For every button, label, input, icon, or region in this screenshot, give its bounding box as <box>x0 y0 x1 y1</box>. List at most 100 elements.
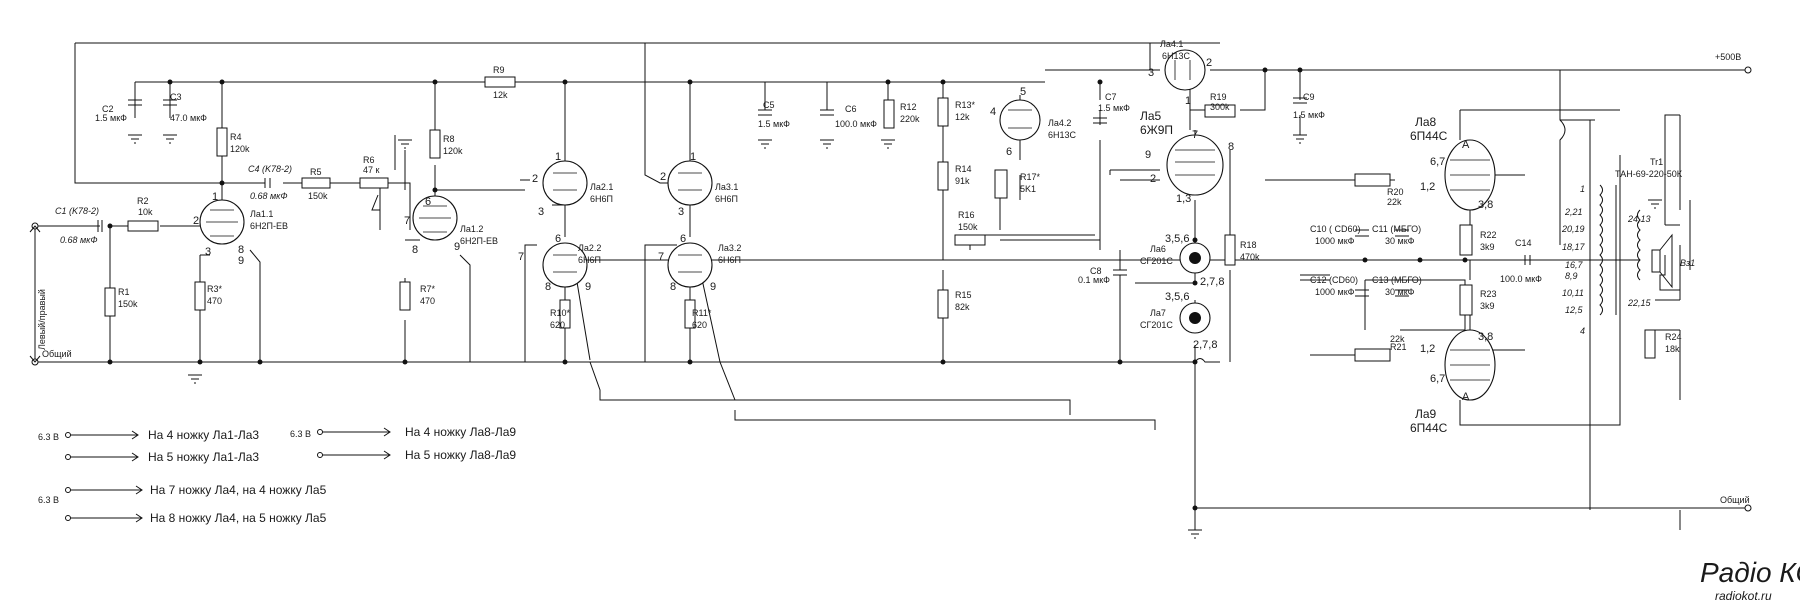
value-r1: 150k <box>118 299 138 309</box>
tube-la7-label: Ла7 <box>1150 308 1166 318</box>
resistor-r14 <box>937 161 949 191</box>
label-r12: R12 <box>900 102 917 112</box>
label-r22: R22 <box>1480 230 1497 240</box>
winding: 22,15 <box>1627 298 1652 308</box>
label-c8: C8 <box>1090 266 1102 276</box>
pin: 7 <box>518 251 524 263</box>
heater-v3: 6.3 В <box>38 495 59 505</box>
label-r3: R3* <box>207 284 223 294</box>
tube-la8-type: 6П44С <box>1410 129 1448 143</box>
resistor-r1 <box>104 287 116 317</box>
tube-la4-2-label: Ла4.2 <box>1048 118 1071 128</box>
value-r14: 91k <box>955 176 970 186</box>
label-c5: C5 <box>763 100 775 110</box>
heater-arrows <box>29 225 391 523</box>
label-r16: R16 <box>958 210 975 220</box>
tube-la2-1 <box>542 160 588 206</box>
label-r24: R24 <box>1665 332 1682 342</box>
tube-la5-label: Ла5 <box>1140 109 1162 123</box>
transformer-tr1 <box>1599 184 1641 316</box>
value-r12: 220k <box>900 114 920 124</box>
pin: 3 <box>538 206 544 218</box>
tube-la2-1-label: Ла2.1 <box>590 182 613 192</box>
pin: 9 <box>238 255 244 267</box>
resistor-r17 <box>994 169 1008 199</box>
resistor-r7 <box>399 281 411 311</box>
value-r3: 470 <box>207 296 222 306</box>
resistor-r9 <box>484 76 516 88</box>
tubes <box>199 49 1496 401</box>
value-r18: 470k <box>1240 252 1260 262</box>
tube-la2-1-type: 6Н6П <box>590 194 613 204</box>
capacitors <box>97 97 1531 297</box>
pin: 2,7,8 <box>1193 339 1217 351</box>
resistor-r16 <box>954 234 986 246</box>
label-c2: C2 <box>102 104 114 114</box>
tube-la4-2-type: 6Н13С <box>1048 130 1077 140</box>
value-r20: 22k <box>1387 197 1402 207</box>
speaker-label: Вз1 <box>1680 258 1695 268</box>
pin: 7 <box>658 251 664 263</box>
resistor-r15 <box>937 289 949 319</box>
tube-la2-2-type: 6Н6П <box>578 255 601 265</box>
label-r4: R4 <box>230 132 242 142</box>
tube-la5-type: 6Ж9П <box>1140 123 1173 137</box>
label-c13: C13 (МБГО) <box>1372 275 1422 285</box>
pin: 2 <box>1206 57 1212 69</box>
value-c4: 0.68 мкФ <box>250 191 288 201</box>
tube-la1-2-type: 6Н2П-ЕВ <box>460 236 498 246</box>
tube-la3-1 <box>667 160 713 206</box>
value-c7: 1.5 мкФ <box>1098 103 1130 113</box>
value-r4: 120k <box>230 144 250 154</box>
pin: 3 <box>205 246 211 258</box>
pin: 3 <box>678 206 684 218</box>
value-r21: 22k <box>1390 334 1405 344</box>
value-r13: 12k <box>955 112 970 122</box>
tube-la3-2 <box>667 242 713 288</box>
pin: 1,2 <box>1420 343 1435 355</box>
tube-la7-type: СГ201С <box>1140 320 1173 330</box>
value-r2: 10k <box>138 207 153 217</box>
tube-la2-2-label: Ла2.2 <box>578 243 601 253</box>
label-c9: C9 <box>1303 92 1315 102</box>
label-r7: R7* <box>420 284 436 294</box>
winding: 10,11 <box>1562 288 1584 298</box>
pin: 1 <box>212 191 218 203</box>
pin: 5 <box>1020 86 1026 98</box>
resistor-r18 <box>1224 234 1236 266</box>
pin: 6,7 <box>1430 373 1445 385</box>
pin: 7 <box>404 215 410 227</box>
pin: 3 <box>1148 67 1154 79</box>
pin: 3,8 <box>1478 199 1493 211</box>
value-c3: 47.0 мкФ <box>170 113 207 123</box>
winding: 1 <box>1580 184 1585 194</box>
pin: 9 <box>710 281 716 293</box>
value-r15: 82k <box>955 302 970 312</box>
value-r9: 12k <box>493 90 508 100</box>
winding: 16,7 <box>1565 260 1584 270</box>
value-r6: 47 к <box>363 165 380 175</box>
pin: 6 <box>425 196 431 208</box>
pin: 1,3 <box>1176 193 1191 205</box>
winding: 24,13 <box>1627 214 1651 224</box>
pin: A <box>1462 139 1470 151</box>
resistor-r6 <box>359 177 389 189</box>
resistor-r2 <box>127 220 159 232</box>
label-r15: R15 <box>955 290 972 300</box>
tube-la6-label: Ла6 <box>1150 244 1166 254</box>
label-c1: C1 (K78-2) <box>55 206 99 216</box>
label-r17: R17* <box>1020 172 1041 182</box>
resistor-r8 <box>429 129 441 159</box>
heater-l2: На 5 ножку Ла1-Ла3 <box>148 450 259 464</box>
value-r16: 150k <box>958 222 978 232</box>
tube-la9-type: 6П44С <box>1410 421 1448 435</box>
value-r5: 150k <box>308 191 328 201</box>
label-r20: R20 <box>1387 187 1404 197</box>
label-r21: R21 <box>1390 342 1407 352</box>
resistor-r21 <box>1354 348 1391 362</box>
tube-la1-2-label: Ла1.2 <box>460 224 483 234</box>
tube-la2-2 <box>542 242 588 288</box>
grounds <box>128 134 1662 539</box>
common-left-label: Общий <box>42 349 72 359</box>
